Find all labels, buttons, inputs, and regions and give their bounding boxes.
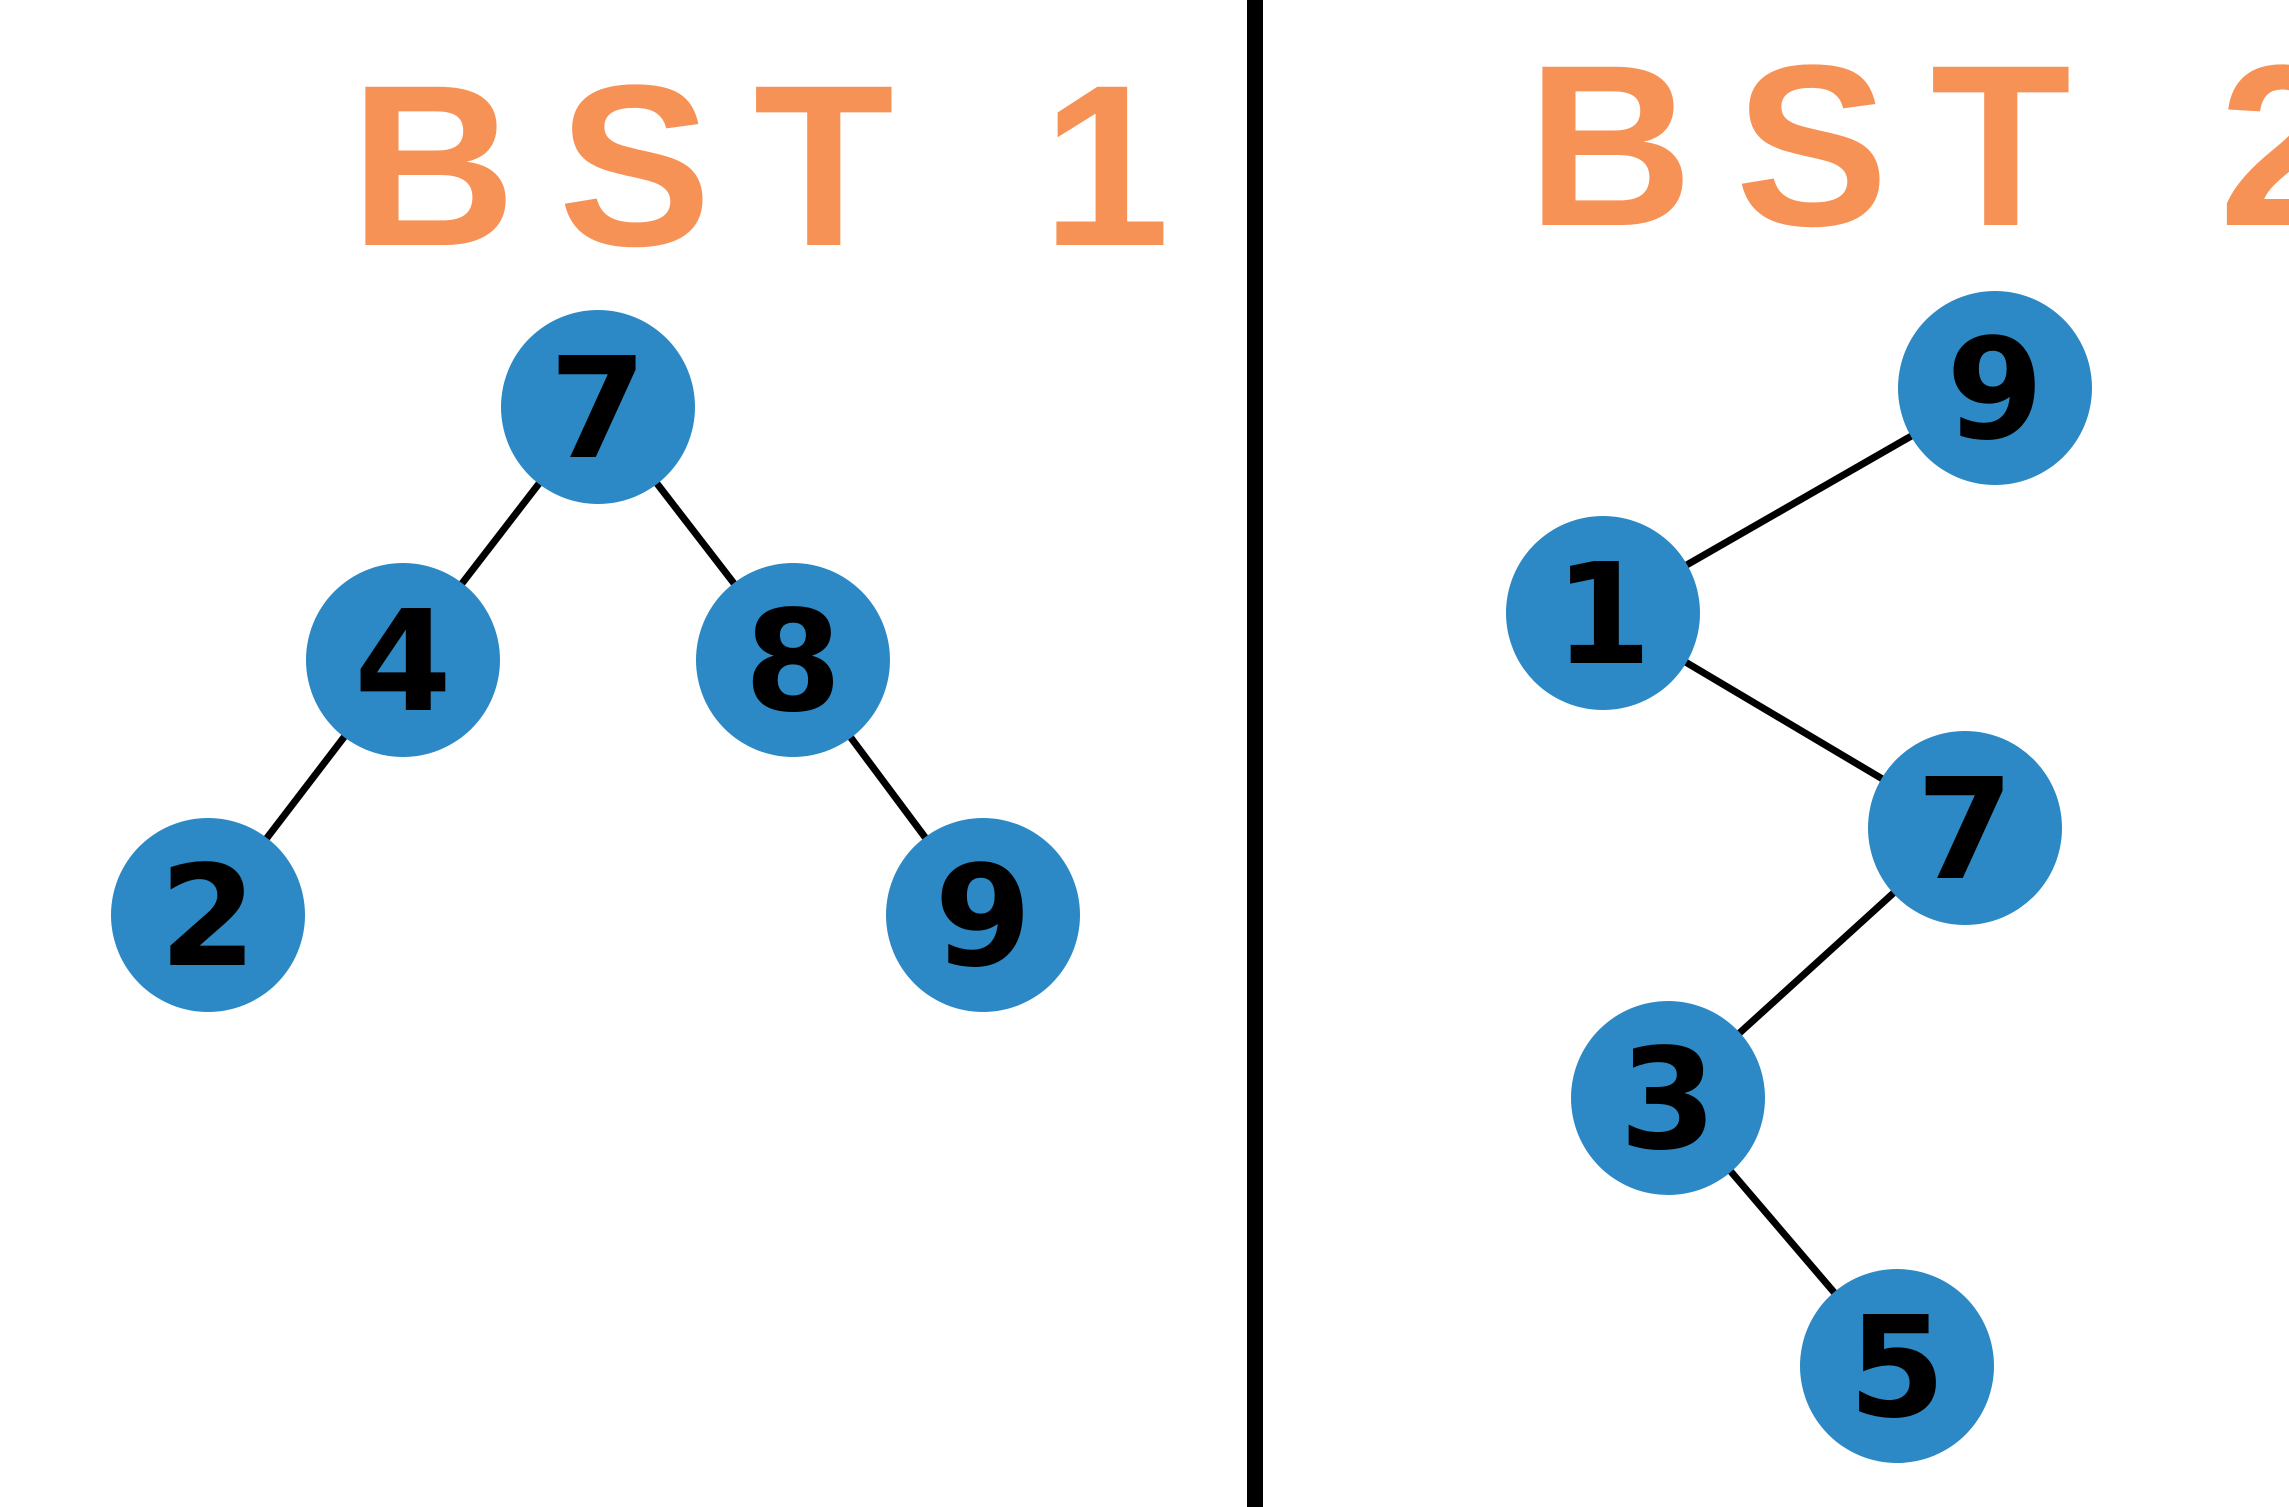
node-circle — [1506, 516, 1700, 710]
node-circle — [1868, 731, 2062, 925]
tree-2-node-9: 9 — [1898, 291, 2092, 485]
node-circle — [1898, 291, 2092, 485]
node-label: 3 — [1619, 1019, 1716, 1182]
tree-2-node-1: 1 — [1506, 516, 1700, 710]
bst-2-title: BST 2 — [1527, 17, 2289, 274]
node-circle — [1800, 1269, 1994, 1463]
node-circle — [111, 818, 305, 1012]
node-label: 9 — [934, 836, 1031, 999]
tree-2-node-3: 3 — [1571, 1001, 1765, 1195]
node-label: 9 — [1946, 309, 2043, 472]
node-label: 8 — [744, 581, 841, 744]
tree-1-node-7: 7 — [501, 310, 695, 504]
tree-1-node-4: 4 — [306, 563, 500, 757]
node-label: 4 — [354, 581, 451, 744]
node-label: 7 — [1916, 749, 2013, 912]
tree-2-node-7: 7 — [1868, 731, 2062, 925]
node-label: 5 — [1848, 1287, 1945, 1450]
tree-2-node-5: 5 — [1800, 1269, 1994, 1463]
bst-1-title: BST 1 — [350, 37, 1212, 294]
node-circle — [306, 563, 500, 757]
tree-1-node-2: 2 — [111, 818, 305, 1012]
node-circle — [501, 310, 695, 504]
tree-1-node-9: 9 — [886, 818, 1080, 1012]
node-label: 1 — [1554, 534, 1651, 697]
node-circle — [886, 818, 1080, 1012]
tree-1-node-8: 8 — [696, 563, 890, 757]
node-circle — [1571, 1001, 1765, 1195]
node-circle — [696, 563, 890, 757]
node-label: 2 — [159, 836, 256, 999]
node-label: 7 — [549, 328, 646, 491]
